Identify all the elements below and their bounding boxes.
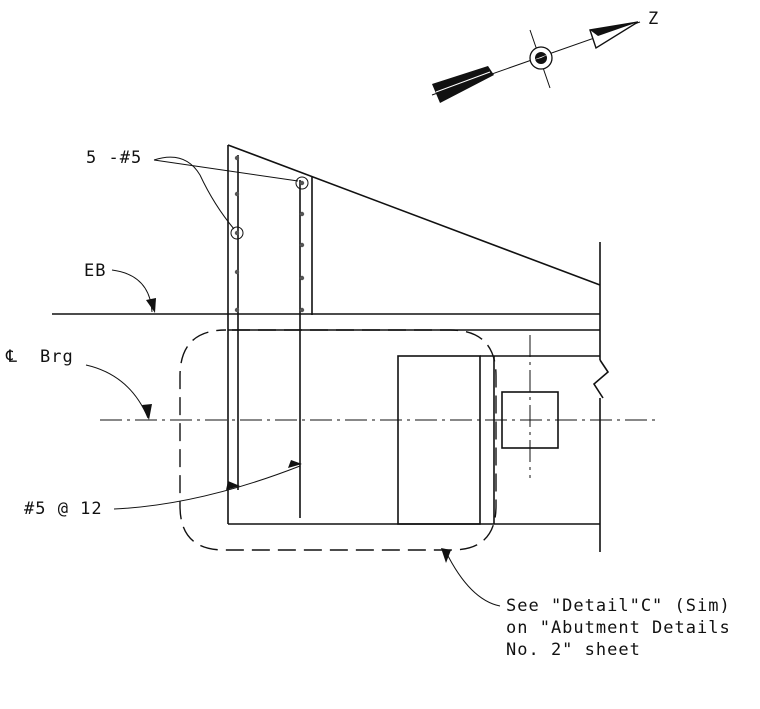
label-bars-top: 5 -#5: [86, 148, 142, 168]
north-label: Z: [648, 9, 659, 29]
note-line-2: on "Abutment Details: [506, 618, 731, 638]
label-eb: EB: [84, 261, 106, 281]
label-bars-vertical: #5 @ 12: [24, 499, 103, 519]
label-brg: Brg: [40, 347, 74, 367]
abutment-outline: [52, 242, 610, 552]
detail-callout-boundary: [179, 329, 497, 551]
note-line-1: See "Detail"C" (Sim): [506, 596, 731, 616]
note-line-3: No. 2" sheet: [506, 640, 641, 660]
leader-lines: [85, 156, 501, 607]
north-arrow-icon: Z: [431, 9, 659, 103]
label-centerline-symbol: ℄: [5, 347, 18, 367]
rebar-vertical: [237, 155, 301, 518]
wingwall-outline: [227, 144, 601, 315]
bearing-centerline: [100, 335, 660, 478]
rebar-dots: [230, 155, 309, 313]
